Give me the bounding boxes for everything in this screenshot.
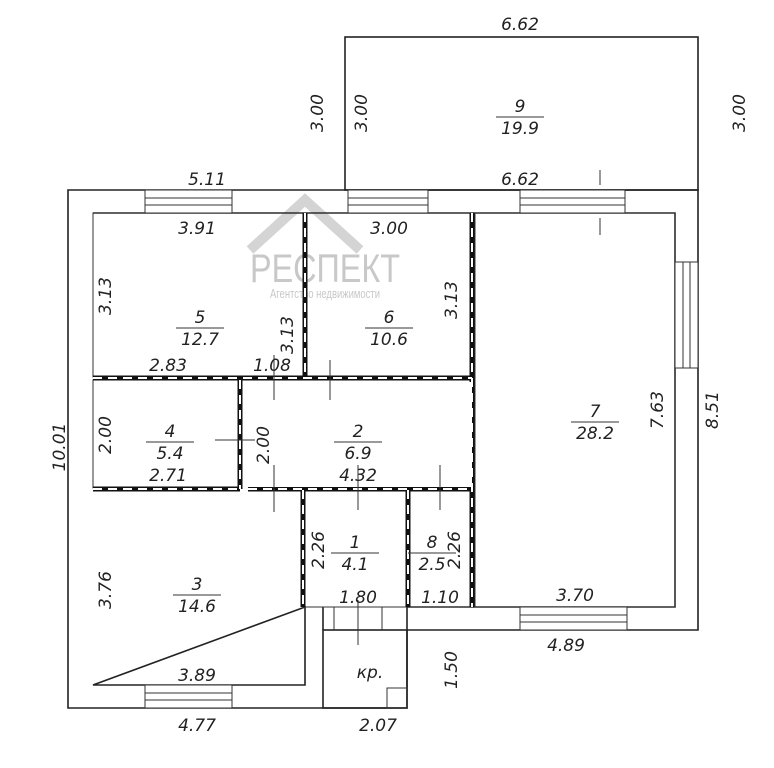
dimension-label: 3.70 [556,586,594,606]
watermark-brand: РЕСПЕКТ [250,247,400,291]
watermark-tagline: Агентство недвижимости [270,286,380,301]
dimension-label: 2.00 [96,416,116,454]
room-labels: 14.1 26.9 314.6 45.4 512.7 610.6 728.2 82.5 919.… [146,97,619,617]
porch-corner-mark [386,687,408,709]
porch-outline [322,629,408,709]
dimension-label: 4.89 [547,636,585,656]
room-label-6: 610.6 [365,308,413,350]
room-label-5: 512.7 [176,308,224,350]
room-number: 5 [195,308,206,328]
dimension-label: 4.77 [178,716,216,736]
room-label-9: 919.9 [496,97,544,139]
dimension-label: 6.62 [501,15,539,35]
dimension-label: 3.13 [442,281,462,319]
dimension-label: 1.50 [442,651,462,689]
room-number: 4 [165,422,176,442]
room-number: 9 [515,97,526,117]
room-area: 12.7 [181,330,219,350]
room-number: 8 [427,533,438,553]
watermark-logo: РЕСПЕКТ Агентство недвижимости [246,193,400,301]
room-area: 4.1 [341,555,368,575]
room-label-2: 26.9 [334,422,382,464]
dimension-label: 2.00 [254,426,274,464]
dimension-label: 1.80 [339,588,377,608]
dimension-label: 2.07 [359,716,397,736]
room-area: 14.6 [178,597,216,617]
dimension-label: 3.00 [730,94,750,132]
room-area: 2.5 [418,555,445,575]
dimension-label: 3.00 [308,94,328,132]
dimension-label: 3.89 [178,666,216,686]
dimension-label: 3.13 [278,316,298,354]
dimension-label: 3.00 [370,219,408,239]
dimension-label: 3.00 [352,94,372,132]
room-number: 1 [350,533,361,553]
porch-label: кр. [357,663,383,683]
dimension-label: 10.01 [50,423,70,472]
room-label-4: 45.4 [146,422,194,464]
door-marks [215,170,601,645]
room-number: 6 [384,308,395,328]
dimension-label: 4.32 [339,466,377,486]
room-area: 10.6 [370,330,408,350]
room-area: 28.2 [576,424,614,444]
room-label-3: 314.6 [173,575,221,617]
dimension-label: 5.11 [188,170,226,190]
room-label-8: 82.5 [408,533,456,575]
room-area: 19.9 [501,119,539,139]
dimension-label: 2.83 [149,356,187,376]
dimension-label: 3.13 [96,277,116,315]
room-number: 2 [353,422,364,442]
partition-walls [93,213,476,607]
dimension-label: 3.76 [96,571,116,609]
dimension-labels: 6.62 3.00 3.00 3.00 5.11 6.62 3.91 3.00 3.13 3.13… [50,15,750,736]
room-number: 7 [590,402,601,422]
dimension-label: 1.10 [421,588,459,608]
room-label-1: 14.1 [331,533,379,575]
dimension-label: 2.26 [445,531,465,569]
dimension-label: 1.08 [253,356,291,376]
windows [144,189,699,709]
dimension-label: 6.62 [501,170,539,190]
room-area: 5.4 [156,444,183,464]
room-area: 6.9 [344,444,371,464]
dimension-label: 3.91 [178,219,216,239]
room-number: 3 [192,575,203,595]
dimension-label: 2.71 [149,466,187,486]
dimension-label: 2.26 [309,531,329,569]
dimension-label: 7.63 [648,391,668,429]
dimension-label: 8.51 [703,391,723,429]
room-label-7: 728.2 [571,402,619,444]
